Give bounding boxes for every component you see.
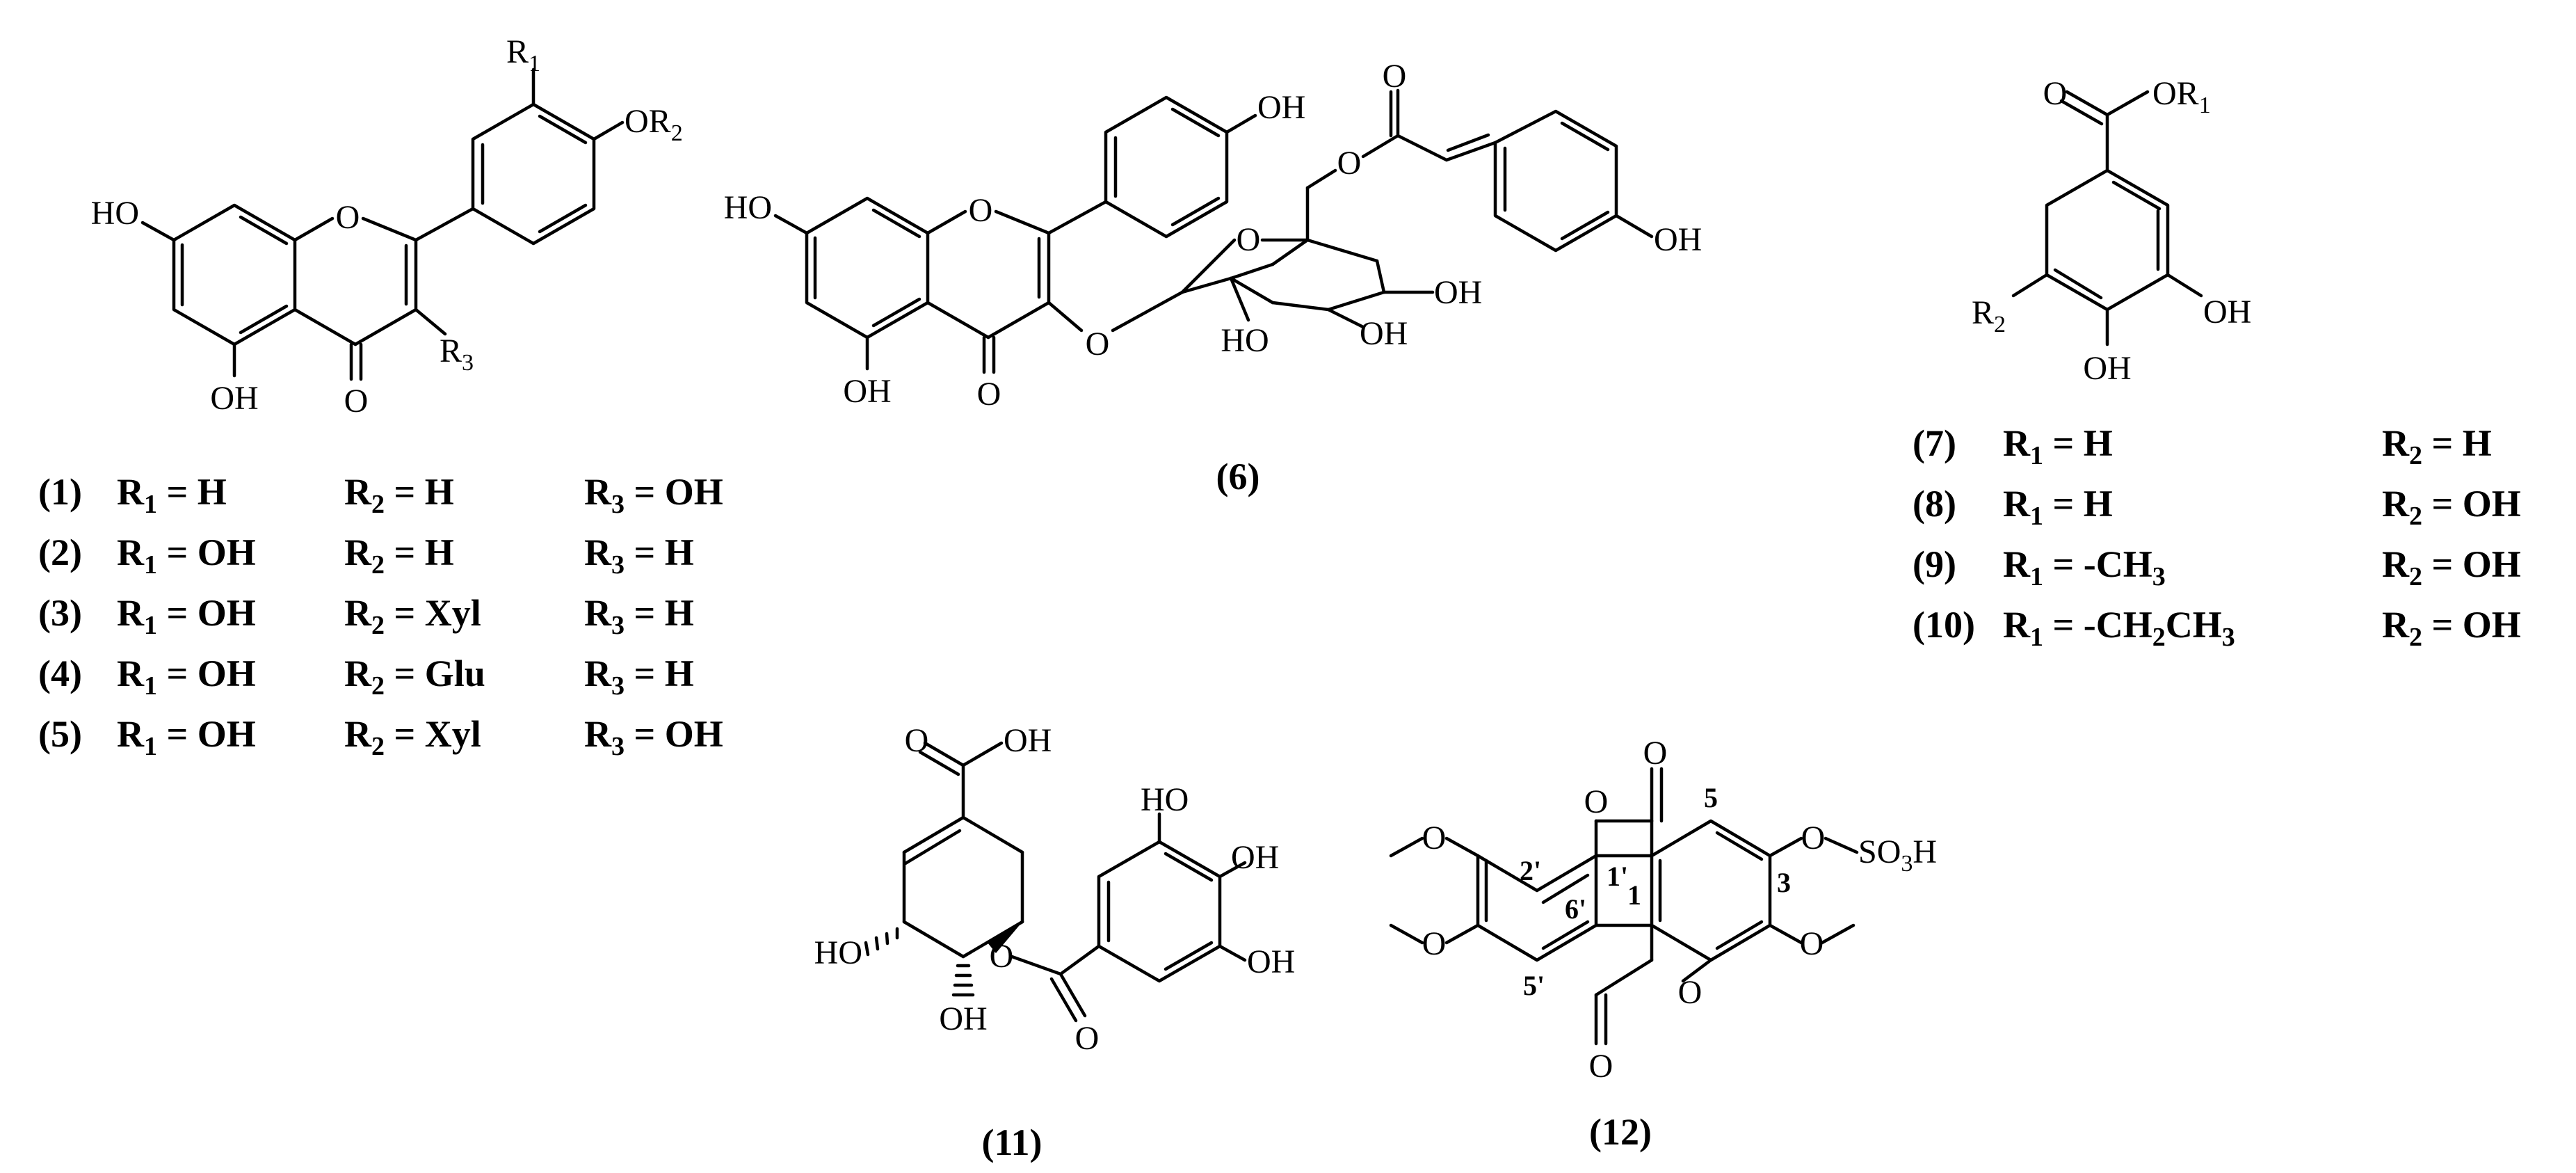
c6-sugar-hydroxyl-c: HO <box>1221 322 1269 359</box>
c6-glycosidic-oxygen: O <box>1086 326 1110 362</box>
table-cell-r1: R1 = OH <box>117 653 256 701</box>
table-cell-r3: R3 = OH <box>584 471 723 519</box>
table-row-id: (7) <box>1913 422 1956 464</box>
c12-position-1prime: 1' <box>1607 861 1628 892</box>
c6-hydroxyl-5: OH <box>843 373 891 410</box>
table-row-id: (2) <box>38 532 82 573</box>
c6-hydroxyl-4prime: OH <box>1257 89 1305 126</box>
c12-position-5prime: 5' <box>1523 970 1545 1001</box>
table-cell-r3: R3 = OH <box>584 713 723 761</box>
c6-carbonyl-oxygen: O <box>977 376 1001 413</box>
c12-top-carbonyl-oxygen: O <box>1643 735 1668 772</box>
table-cell-r2: R2 = H <box>344 471 454 519</box>
table-cell-r2: R2 = Glu <box>344 653 485 701</box>
c7-hydroxyl-3: OH <box>2203 294 2251 330</box>
c6-hydroxyl-7: HO <box>724 189 772 226</box>
table-row-id: (8) <box>1913 483 1956 525</box>
c6-sugar-hydroxyl-b: OH <box>1360 315 1408 352</box>
c12-methoxy-oxygen-3: O <box>1800 925 1824 962</box>
table-cell-r2: R2 = OH <box>2382 604 2521 652</box>
table-cell-r1: R1 = H <box>2003 422 2113 470</box>
hydroxyl-5: OH <box>210 380 258 417</box>
table-cell-r1: R1 = H <box>117 471 227 519</box>
c11-hydroxyl-b: OH <box>939 1000 987 1037</box>
c12-position-3: 3 <box>1777 867 1791 898</box>
table-cell-r2: R2 = Xyl <box>344 592 481 640</box>
c11-galloyl-hydroxyl-2: OH <box>1231 839 1279 876</box>
r3-substituent: R3 <box>440 333 474 376</box>
c12-so3h-group: SO3H <box>1858 833 1937 877</box>
table-cell-r2: R2 = OH <box>2382 483 2521 531</box>
structure-12: O O O O O SO3H O O O 5 3 2' 1' 1 6' 5' (… <box>1389 735 1937 1153</box>
table-cell-r3: R3 = H <box>584 592 694 640</box>
table-row-id: (1) <box>38 471 82 513</box>
carbonyl-oxygen: O <box>344 383 369 420</box>
c11-acid-carbonyl-oxygen: O <box>905 722 929 759</box>
c11-ester-carbonyl-oxygen: O <box>1075 1020 1100 1057</box>
c7-hydroxyl-4: OH <box>2083 350 2131 387</box>
table-cell-r2: R2 = OH <box>2382 543 2521 591</box>
c7-carbonyl-oxygen: O <box>2043 75 2068 112</box>
c6-ester-carbonyl-oxygen: O <box>1383 58 1407 95</box>
table-row-id: (10) <box>1913 604 1975 646</box>
substituent-table-7-10: (7) R1 = H R2 = H (8) R1 = H R2 = OH (9) R1 = -… <box>1913 422 2521 652</box>
c6-coumaroyl-hydroxyl: OH <box>1654 221 1702 258</box>
c6-ester-oxygen: O <box>1337 145 1362 182</box>
c11-acid-hydroxyl: OH <box>1004 722 1052 759</box>
table-row-id: (4) <box>38 653 82 694</box>
substituent-table-1-5: (1) R1 = H R2 = H R3 = OH (2) R1 = OH R2 = H R3… <box>38 471 723 761</box>
table-cell-r1: R1 = OH <box>117 532 256 580</box>
hydroxyl-7: HO <box>91 195 139 232</box>
c6-sugar-hydroxyl-a: OH <box>1434 274 1482 311</box>
table-cell-r1: R1 = OH <box>117 713 256 761</box>
table-cell-r1: R1 = H <box>2003 483 2113 531</box>
benzoate-structure-7-10: O OR1 R2 OH OH <box>1972 75 2251 387</box>
c12-position-6prime: 6' <box>1565 893 1586 925</box>
c12-lactone-oxygen-2: O <box>1678 974 1702 1011</box>
table-cell-r1: R1 = -CH2CH3 <box>2003 604 2235 652</box>
c12-lactone-oxygen-1: O <box>1584 783 1609 820</box>
structure-6: HO O O OH OH O O O O OH OH OH HO (6) <box>724 58 1702 497</box>
c12-position-2prime: 2' <box>1520 855 1541 886</box>
c6-sugar-ring-oxygen: O <box>1237 221 1261 258</box>
table-row-id: (3) <box>38 592 82 634</box>
c11-galloyl-hydroxyl-1: HO <box>1141 781 1189 818</box>
table-cell-r1: R1 = -CH3 <box>2003 543 2166 591</box>
r1-substituent: R1 <box>506 33 540 77</box>
c6-ring-oxygen: O <box>969 192 993 229</box>
c11-hydroxyl-a: HO <box>814 934 862 971</box>
table-cell-r1: R1 = OH <box>117 592 256 640</box>
hashed-bond-ho <box>864 927 899 957</box>
c11-galloyl-hydroxyl-3: OH <box>1247 943 1295 980</box>
c12-methoxy-oxygen-2prime: O <box>1422 820 1447 856</box>
compound-label-12: (12) <box>1589 1111 1652 1153</box>
c12-methoxy-oxygen-3prime: O <box>1422 925 1447 962</box>
table-cell-r2: R2 = H <box>2382 422 2492 470</box>
compound-label-6: (6) <box>1216 456 1260 497</box>
ring-oxygen: O <box>336 199 360 236</box>
c12-position-1: 1 <box>1627 879 1641 911</box>
hashed-bond-oh <box>951 964 975 997</box>
wedge-bond-ester <box>988 922 1022 953</box>
table-row-id: (9) <box>1913 543 1956 585</box>
table-cell-r3: R3 = H <box>584 653 694 701</box>
c12-position-5: 5 <box>1704 782 1718 813</box>
c12-bottom-carbonyl-oxygen: O <box>1589 1048 1613 1085</box>
c12-sulfate-oxygen: O <box>1801 820 1826 856</box>
c7-r2-group: R2 <box>1972 294 2006 337</box>
table-cell-r2: R2 = H <box>344 532 454 580</box>
table-cell-r2: R2 = Xyl <box>344 713 481 761</box>
table-row-id: (5) <box>38 713 82 755</box>
c11-ester-oxygen: O <box>990 938 1014 975</box>
structure-11: O OH HO OH O O HO OH OH (11) <box>814 722 1296 1163</box>
flavone-structure-1-5: O O OH HO R1 OR2 R3 <box>91 33 683 420</box>
c7-or1-group: OR1 <box>2152 75 2211 118</box>
table-cell-r3: R3 = H <box>584 532 694 580</box>
or2-substituent: OR2 <box>625 103 683 146</box>
compound-label-11: (11) <box>982 1122 1043 1163</box>
